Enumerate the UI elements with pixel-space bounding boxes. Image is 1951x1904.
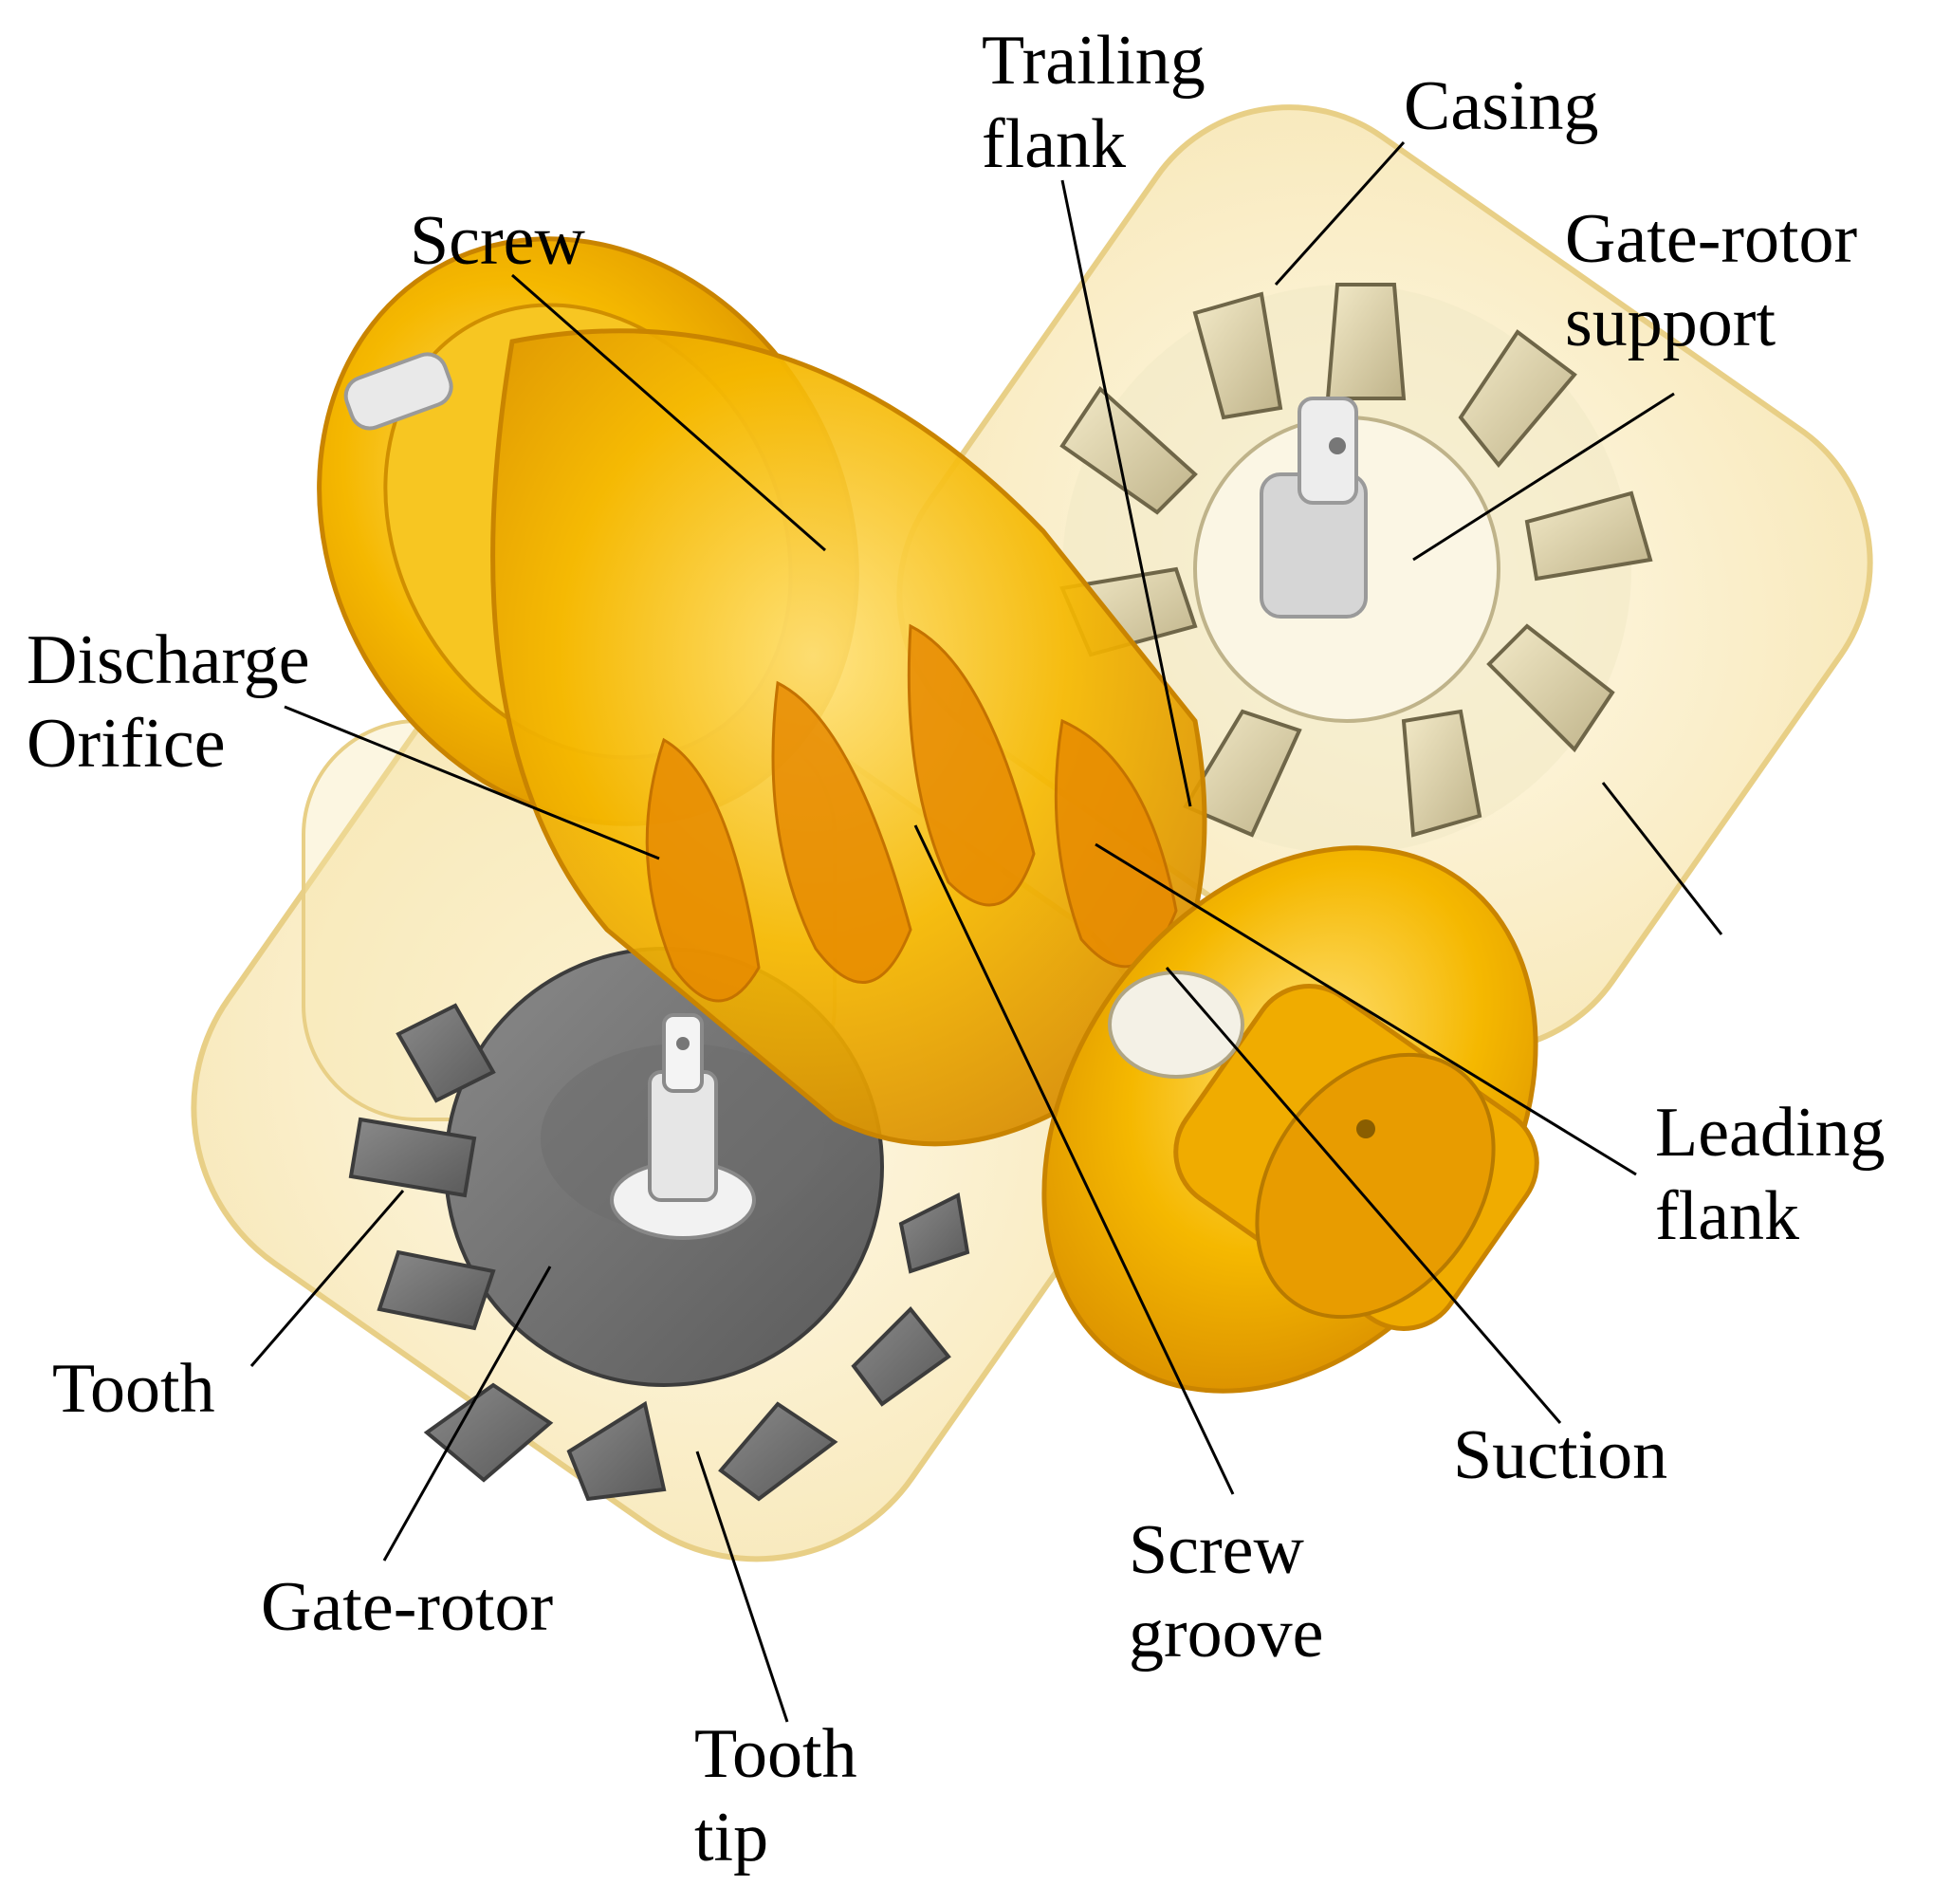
leader-casing <box>1274 140 1406 287</box>
leader-gate-rotor <box>382 1266 552 1562</box>
label-gate-rotor: Gate-rotor <box>261 1568 554 1646</box>
leader-discharge-orifice <box>284 705 660 860</box>
upper-gate-rotor <box>1059 283 1653 854</box>
leader-trailing-flank <box>1060 179 1192 807</box>
leader-screw <box>511 273 826 552</box>
lower-gate-rotor-shaft <box>610 1013 756 1240</box>
label-tooth: Tooth <box>52 1350 215 1428</box>
label-suction: Suction <box>1453 1416 1668 1494</box>
leader-casing-right <box>1601 782 1723 935</box>
leader-tooth <box>249 1190 405 1367</box>
gate-rotor-support-shaft <box>1260 397 1368 619</box>
label-screw: Screw <box>410 202 585 280</box>
screw <box>317 236 1207 1147</box>
leader-suction <box>1165 967 1562 1424</box>
label-casing: Casing <box>1404 67 1599 145</box>
leader-leading-flank <box>1095 842 1637 1176</box>
suction-housing <box>1041 845 1539 1394</box>
leader-lines <box>249 140 1723 1723</box>
leader-screw-groove <box>913 824 1235 1495</box>
leader-tooth-tip <box>695 1451 789 1723</box>
leader-gate-rotor-support <box>1412 392 1675 562</box>
